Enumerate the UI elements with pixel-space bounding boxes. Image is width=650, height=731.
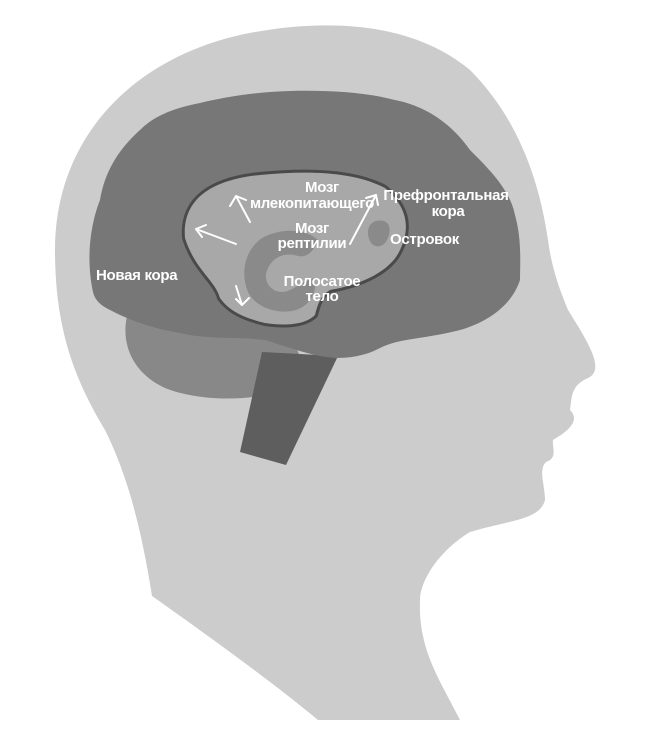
label-reptilian-line2: рептилии [278,235,347,252]
brainstem [240,352,338,465]
label-insula: Островок [390,231,460,248]
label-prefrontal-line2: кора [432,203,466,220]
arrow-upleft [229,195,251,223]
label-mammalian-line2: млекопитающего [250,195,374,212]
arrow-left [195,224,237,245]
arrows [195,194,379,306]
label-striatum-line2: тело [306,288,339,305]
label-mammalian-line1: Мозг [305,179,339,196]
label-striatum-line1: Полосатое [284,273,361,290]
label-neocortex: Новая кора [96,267,178,284]
arrow-upright [349,194,379,245]
label-reptilian-line1: Мозг [295,220,329,237]
insula-region [368,220,390,247]
reptilian-region [244,230,318,312]
arrow-down [235,285,250,306]
label-prefrontal-line1: Префронтальная [383,187,508,204]
